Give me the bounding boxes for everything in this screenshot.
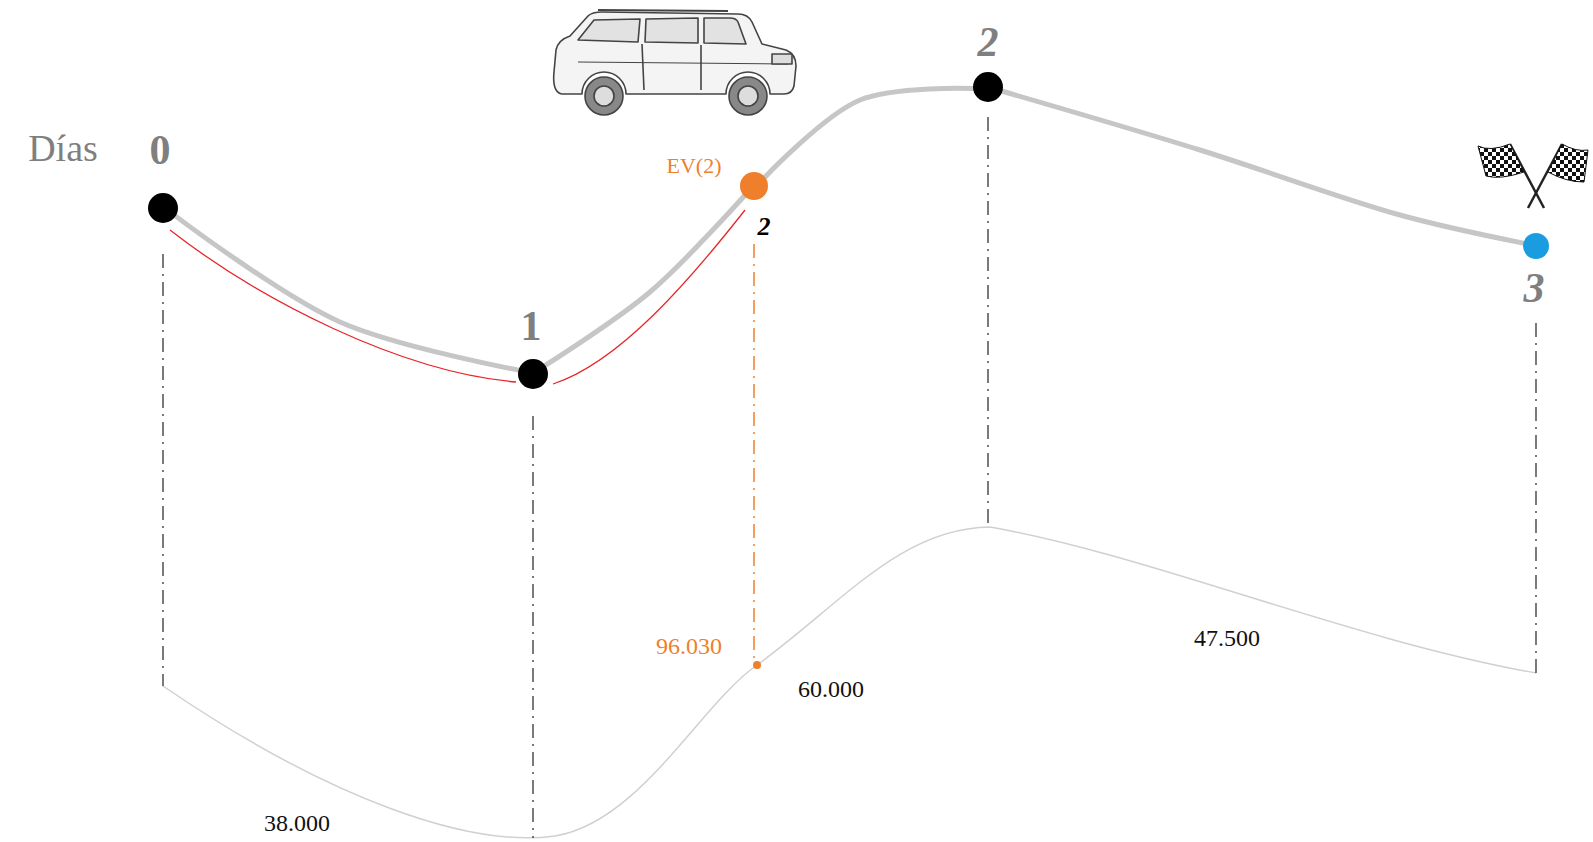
day-label: 2	[758, 214, 771, 240]
ev-value-label: 96.030	[656, 634, 722, 658]
ev-dot: EV(2)2	[740, 172, 768, 200]
road-segment	[176, 216, 519, 370]
day-label: EV(2)	[667, 155, 722, 177]
value-label: 60.000	[798, 677, 864, 701]
value-curve	[163, 527, 1536, 838]
day-label: 0	[150, 129, 171, 171]
finish-dot: 3	[1523, 233, 1549, 259]
axis-title: Días	[28, 129, 98, 167]
day-dot: 1	[518, 359, 548, 389]
day-label: 3	[1524, 267, 1545, 309]
day-label: 2	[978, 21, 999, 63]
car-illustration	[554, 10, 796, 115]
ev-guide-line	[753, 244, 755, 662]
ev-value-dot	[753, 661, 761, 669]
value-label: 47.500	[1194, 626, 1260, 650]
guide-lines	[163, 117, 1536, 838]
finish-flags	[1478, 144, 1588, 208]
value-label: 38.000	[264, 811, 330, 835]
road-segment	[1002, 91, 1523, 243]
day-label: 1	[521, 305, 542, 347]
road-segment	[765, 88, 973, 177]
red-track	[553, 210, 745, 384]
day-dot: 0	[148, 193, 178, 223]
road-segment	[545, 196, 744, 365]
day-dot: 2	[973, 72, 1003, 102]
